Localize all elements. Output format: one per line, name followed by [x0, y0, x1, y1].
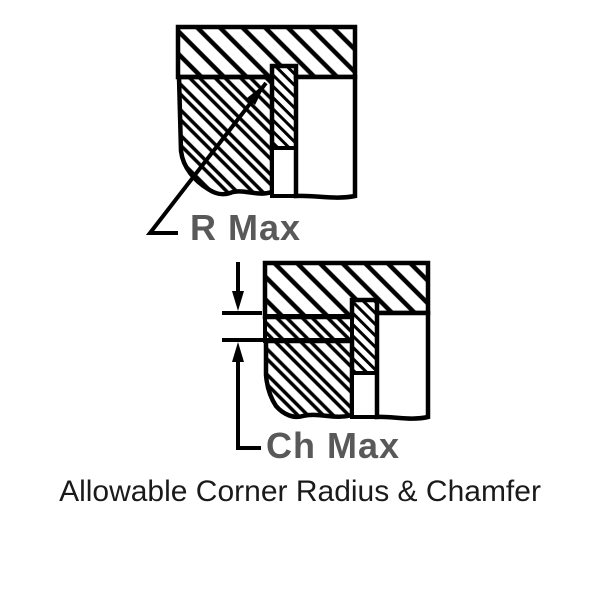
- chamfer-housing-band: [262, 260, 431, 320]
- r-max-label: R Max: [190, 207, 302, 248]
- figure-caption: Allowable Corner Radius & Chamfer: [59, 475, 541, 508]
- chamfer-bore-region: [374, 310, 431, 421]
- ch-max-leader-tail: [236, 361, 261, 450]
- radius-seal-strip: [270, 64, 298, 150]
- ch-max-label: Ch Max: [266, 425, 401, 466]
- r-max-leader-arrow: [145, 81, 268, 235]
- chamfer-band: [263, 315, 354, 343]
- corner-radius-section: [175, 24, 358, 200]
- up-arrowhead: [232, 342, 244, 362]
- down-arrowhead: [232, 291, 244, 311]
- radius-housing-band: [175, 24, 358, 80]
- chamfer-groove-pocket: [350, 371, 379, 419]
- chamfer-seal-strip: [350, 298, 379, 375]
- radius-bore-region: [293, 74, 358, 200]
- chamfer-dimension-arrows: [222, 262, 352, 450]
- radius-groove-pocket: [270, 146, 298, 198]
- r-max-arrowhead: [247, 83, 266, 105]
- chamfer-left-block: [263, 338, 355, 420]
